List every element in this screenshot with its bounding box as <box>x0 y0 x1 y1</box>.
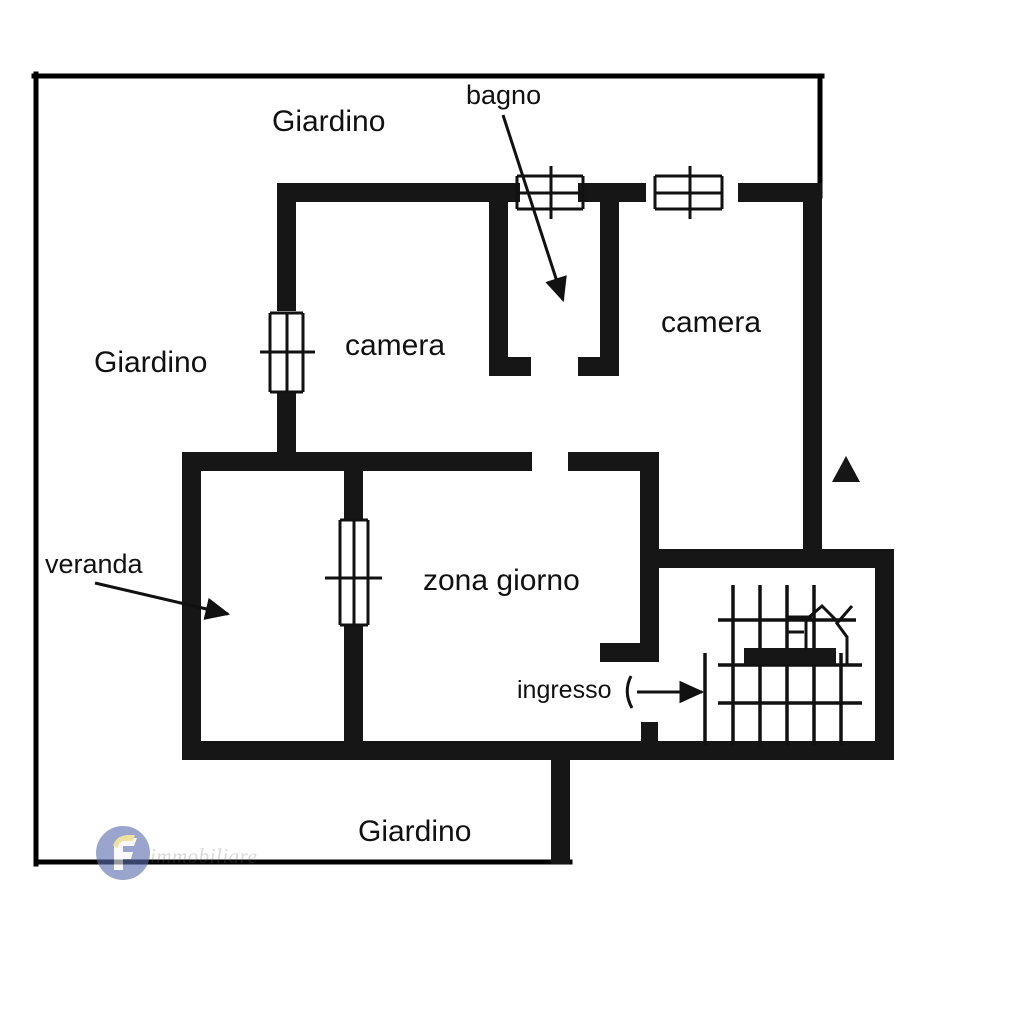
label-bagno: bagno <box>466 80 542 110</box>
wall-veranda-partition-a <box>344 452 363 520</box>
wall-veranda-partition-b <box>344 624 363 760</box>
wall-ingresso-jamb <box>641 722 658 746</box>
wall-top-mid <box>578 183 646 202</box>
wall-right-exterior <box>803 183 822 563</box>
window-bedroom-right <box>653 166 724 219</box>
stair-break-mark <box>807 603 854 625</box>
wall-living-right-foot <box>600 643 659 662</box>
label-camera-right: camera <box>661 306 762 339</box>
wall-bath-right-foot <box>578 357 619 376</box>
wall-top-left <box>277 183 520 202</box>
wall-bath-left-foot <box>489 357 531 376</box>
wall-upper-left-a <box>277 183 296 311</box>
window-symbols <box>260 166 724 627</box>
wall-bottom-stub <box>551 760 570 864</box>
label-ingresso: ingresso <box>517 676 612 704</box>
veranda-leader-arrow <box>94 581 231 620</box>
wall-bath-right <box>600 196 619 372</box>
label-veranda: veranda <box>45 549 143 579</box>
wall-stairhall-right <box>875 549 894 760</box>
wall-mid-right <box>568 452 659 471</box>
stair-break-edge <box>834 621 849 665</box>
staircase <box>703 585 862 745</box>
label-camera-left: camera <box>345 329 446 362</box>
building-walls <box>182 183 894 864</box>
wall-stairhall-top <box>659 549 894 568</box>
leader-arrows <box>94 114 705 709</box>
window-bathroom <box>515 166 585 219</box>
north-marker-triangle <box>832 456 860 482</box>
window-veranda-partition <box>325 518 382 627</box>
label-giardino-top: Giardino <box>272 105 386 138</box>
bagno-leader-arrow <box>501 114 567 303</box>
wall-upper-left-b <box>277 392 296 466</box>
ingresso-door-swing <box>625 675 634 709</box>
label-zona-giorno: zona giorno <box>423 564 580 597</box>
wall-bath-left <box>489 196 508 372</box>
wall-top-right <box>738 183 822 202</box>
stair-landing <box>744 648 836 664</box>
label-giardino-left: Giardino <box>94 346 208 379</box>
label-giardino-bottom: Giardino <box>358 815 472 848</box>
window-bedroom-left <box>260 311 315 394</box>
wall-living-right <box>640 452 659 662</box>
